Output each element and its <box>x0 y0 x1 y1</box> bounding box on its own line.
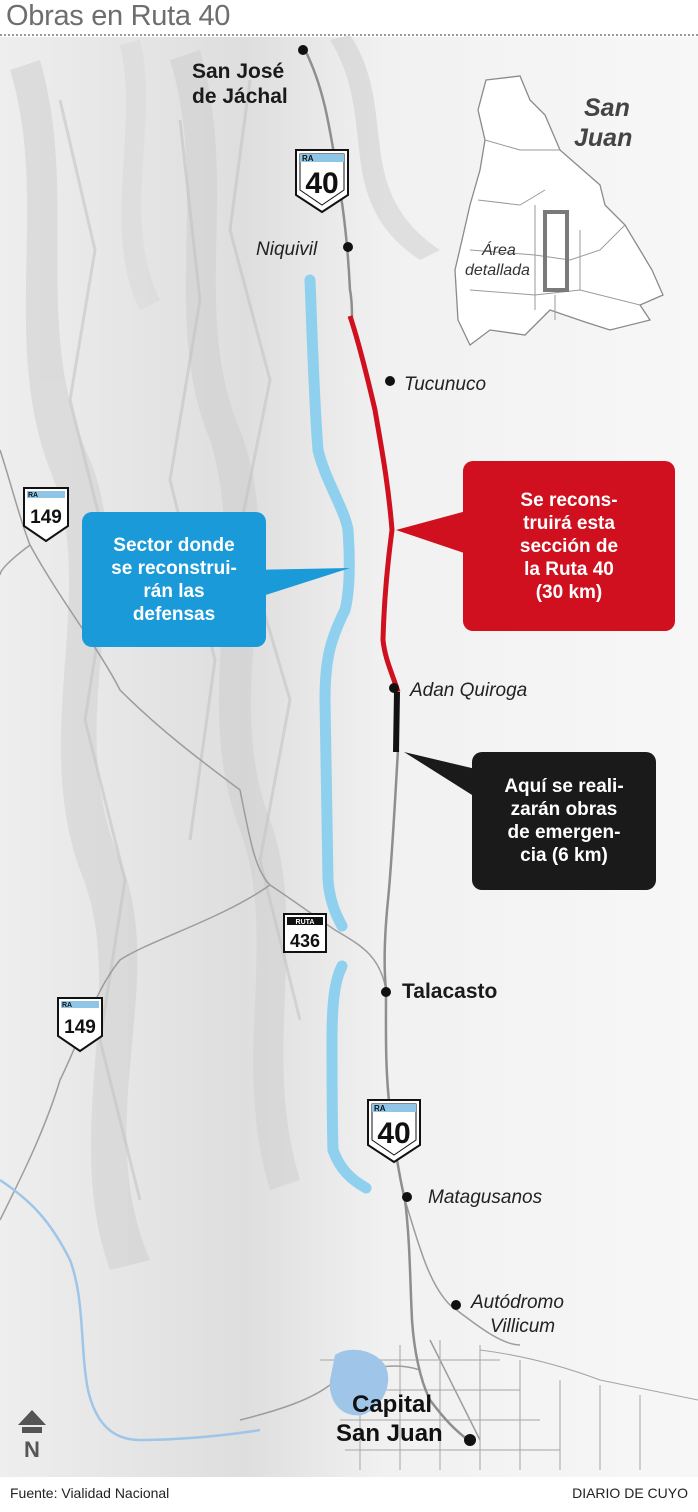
river <box>0 1178 261 1442</box>
marker-adan-quiroga <box>389 683 399 693</box>
label-capital-2: San Juan <box>336 1420 443 1447</box>
label-autodromo-2: Villicum <box>490 1316 555 1337</box>
callout-emergency: Aquí se reali- zarán obras de emergen- c… <box>472 752 656 890</box>
inset-area-1: Área <box>481 240 516 259</box>
callout-reconstruction: Se recons- truirá esta sección de la Rut… <box>463 461 675 631</box>
label-capital-1: Capital <box>352 1391 432 1418</box>
svg-text:149: 149 <box>30 507 62 528</box>
svg-text:40: 40 <box>305 167 338 200</box>
marker-niquivil <box>343 242 353 252</box>
shield-ra149-upper: RA 149 <box>23 487 69 543</box>
callout-pointer-reconstruccion <box>396 510 470 555</box>
marker-tucunuco <box>385 376 395 386</box>
label-talacasto: Talacasto <box>402 980 497 1003</box>
map-title: Obras en Ruta 40 <box>6 0 231 32</box>
callout-pointer-defensas <box>250 568 350 600</box>
callout-defense-sector: Sector donde se reconstrui- rán las defe… <box>82 512 266 647</box>
emergency-section <box>393 691 400 753</box>
footer-brand: DIARIO DE CUYO <box>572 1485 688 1501</box>
svg-text:RUTA: RUTA <box>296 919 315 926</box>
svg-text:RA: RA <box>302 154 314 163</box>
marker-autodromo <box>451 1300 461 1310</box>
label-jachal-1: San José <box>192 60 284 83</box>
shield-ra40-north: RA 40 <box>295 149 349 214</box>
north-arrow-icon: N <box>18 1410 46 1462</box>
svg-text:N: N <box>24 1437 40 1462</box>
marker-matagusanos <box>402 1192 412 1202</box>
footer-source: Fuente: Vialidad Nacional <box>10 1485 170 1501</box>
defense-sector-north <box>304 274 355 932</box>
callout-pointer-emergencia <box>404 752 480 800</box>
shield-ra40-south: RA 40 <box>367 1099 421 1164</box>
label-adan-quiroga: Adan Quiroga <box>409 680 527 701</box>
label-matagusanos: Matagusanos <box>428 1187 543 1208</box>
lake <box>329 1349 389 1416</box>
inset-area-2: detallada <box>465 262 530 279</box>
label-jachal-2: de Jáchal <box>192 85 288 108</box>
inset-province-2: Juan <box>574 124 632 152</box>
defense-sector-south <box>326 960 372 1194</box>
marker-capital <box>464 1434 476 1446</box>
svg-text:RA: RA <box>62 1002 72 1009</box>
shield-ra149-lower: RA 149 <box>57 997 103 1053</box>
svg-text:40: 40 <box>377 1117 410 1150</box>
marker-talacasto <box>381 987 391 997</box>
reconstruction-section <box>347 315 401 693</box>
title-divider <box>0 34 698 36</box>
svg-text:149: 149 <box>64 1017 96 1038</box>
svg-text:RA: RA <box>374 1104 386 1113</box>
label-niquivil: Niquivil <box>256 239 318 260</box>
label-autodromo-1: Autódromo <box>470 1292 564 1313</box>
inset-province-1: San <box>584 94 630 122</box>
label-tucunuco: Tucunuco <box>404 374 486 395</box>
inset-locator-map: San Juan Área detallada <box>454 75 664 346</box>
town-markers <box>298 45 476 1446</box>
detailed-area-box <box>543 210 569 292</box>
marker-jachal <box>298 45 308 55</box>
svg-text:436: 436 <box>290 931 320 951</box>
svg-text:RA: RA <box>28 492 38 499</box>
shield-ruta436: RUTA 436 <box>283 913 327 953</box>
